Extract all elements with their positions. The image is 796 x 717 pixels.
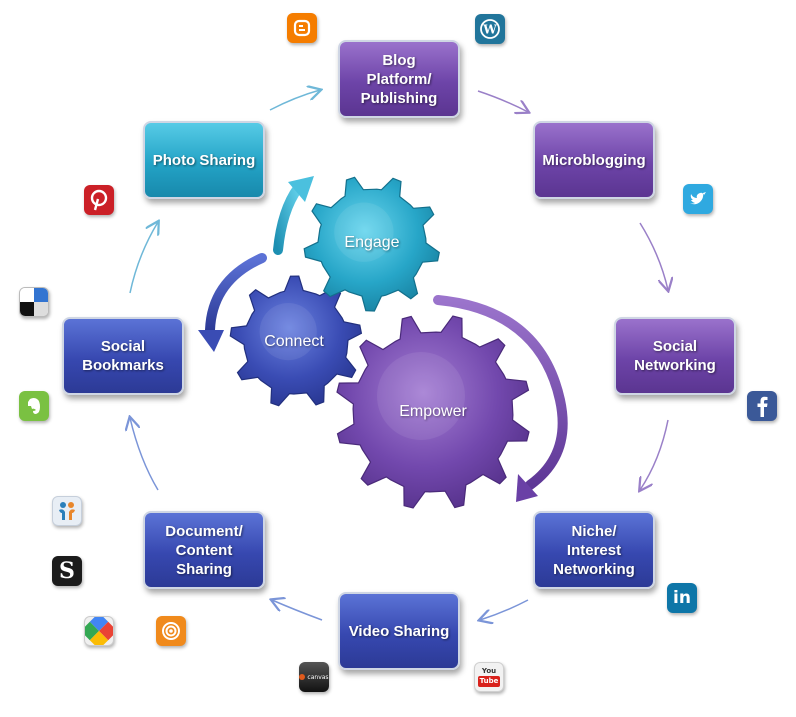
blogger-icon (287, 13, 317, 43)
arrow-social-to-niche (640, 419, 669, 490)
arrow-photo-to-blog (269, 90, 320, 111)
empower-label: Empower (399, 403, 467, 420)
photo-sharing-label: Photo Sharing (152, 151, 256, 169)
wordpress-icon: W (475, 14, 505, 44)
gear-engage-shape (303, 176, 440, 312)
niche-interest-node: Niche/ Interest Networking (533, 511, 655, 589)
twitter-icon (683, 184, 713, 214)
blog-platform-node: Blog Platform/ Publishing (338, 40, 460, 118)
document-sharing-node: Document/ Content Sharing (143, 511, 265, 589)
social-bookmarks-node: Social Bookmarks (62, 317, 184, 395)
scribd-icon: S (52, 556, 82, 586)
document-sharing-label: Document/ Content Sharing (165, 522, 243, 578)
slideshare-icon (52, 496, 82, 526)
video-sharing-node: Video Sharing (338, 592, 460, 670)
gear-engage-highlight (334, 202, 394, 262)
google-icon (84, 616, 114, 646)
arrow-blog-to-micro (477, 90, 528, 112)
social-networking-label: Social Networking (634, 338, 716, 374)
connect-curved-arrow (205, 253, 267, 335)
arrow-bookmarks-to-photo (129, 222, 158, 294)
arrow-niche-to-video (480, 599, 529, 620)
engage-curved-arrow (273, 183, 303, 255)
connect-arrow-head (198, 330, 224, 352)
linkedin-icon: in (667, 583, 697, 613)
arrow-document-to-bookmarks (130, 418, 159, 491)
connect-gear (229, 275, 363, 407)
arrow-micro-to-social (639, 222, 668, 290)
microblogging-node: Microblogging (533, 121, 655, 199)
facebook-icon (747, 391, 777, 421)
photo-sharing-node: Photo Sharing (143, 121, 265, 199)
canvas-icon: canvas (299, 662, 329, 692)
evernote-icon (19, 391, 49, 421)
empower-curved-arrow (433, 295, 568, 490)
gear-connect-shape (229, 275, 363, 407)
svg-text:W: W (482, 23, 497, 37)
canvas-icon-text: canvas (307, 673, 329, 681)
pinterest-icon (84, 185, 114, 215)
blog-platform-label: Blog Platform/ Publishing (360, 51, 438, 107)
engage-arrow-head (288, 176, 314, 202)
niche-interest-label: Niche/ Interest Networking (553, 522, 635, 578)
arrow-video-to-document (272, 600, 323, 621)
connect-label: Connect (264, 333, 324, 350)
gear-empower-shape (336, 315, 530, 509)
empower-arrow-head (516, 474, 538, 502)
gear-empower-highlight (377, 352, 465, 440)
video-sharing-label: Video Sharing (348, 622, 450, 640)
empower-gear (336, 315, 530, 509)
podcast-icon (156, 616, 186, 646)
social-networking-node: Social Networking (614, 317, 736, 395)
engage-gear (303, 176, 440, 312)
linkedin-icon-text: in (673, 588, 691, 608)
gear-connect-highlight (259, 303, 317, 361)
delicious-icon (19, 287, 49, 317)
microblogging-label: Microblogging (542, 151, 646, 169)
youtube-icon: You Tube (474, 662, 504, 692)
social-bookmarks-label: Social Bookmarks (82, 338, 164, 374)
engage-label: Engage (344, 234, 400, 251)
